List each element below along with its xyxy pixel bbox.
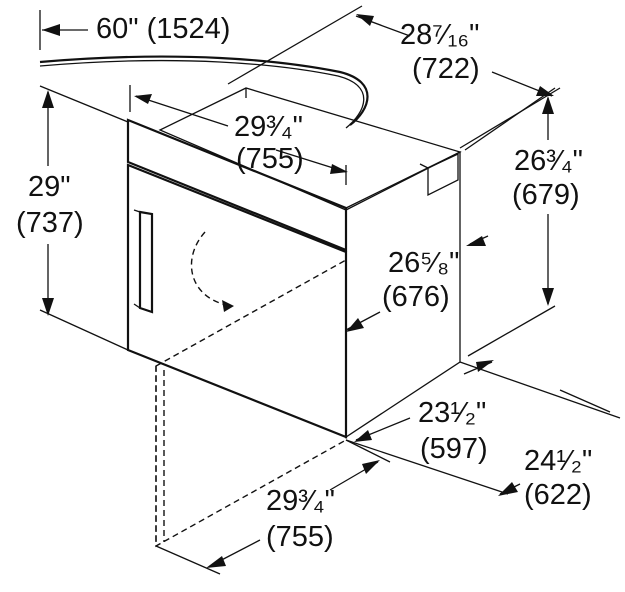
front-width-in: 29³⁄₄" bbox=[234, 111, 303, 143]
front-width-mm: (755) bbox=[236, 143, 304, 175]
total-height-mm: (737) bbox=[16, 207, 84, 239]
l-arrow-top bbox=[42, 90, 54, 108]
total-height-in: 29" bbox=[28, 171, 71, 203]
total-depth-mm: (622) bbox=[524, 479, 592, 511]
front-dim-left bbox=[135, 95, 229, 127]
open-ext-left bbox=[155, 545, 221, 575]
oven-top-face bbox=[158, 87, 462, 211]
depth-mm: (597) bbox=[420, 433, 488, 465]
door-handle bbox=[138, 210, 154, 314]
dimension-lines bbox=[39, 5, 621, 575]
h-arrow-top bbox=[542, 96, 554, 114]
width-ext-right bbox=[459, 87, 561, 149]
l-ext-top bbox=[39, 85, 129, 123]
open-arrow-left bbox=[206, 556, 226, 568]
overall-width-in: 28⁷⁄₁₆" bbox=[400, 19, 479, 51]
power-cord bbox=[39, 55, 369, 126]
door-swing-arrow bbox=[222, 300, 234, 312]
tdepth-dim-top bbox=[559, 389, 611, 413]
cord-length-label: 60" (1524) bbox=[96, 13, 230, 45]
handle-mount-top bbox=[133, 209, 141, 213]
width-arrow-right bbox=[536, 86, 554, 96]
depth-arrow-left bbox=[354, 430, 372, 442]
door-arrow-top bbox=[466, 236, 486, 246]
open-arrow-right bbox=[362, 460, 380, 474]
tdepth-arrow-bottom bbox=[498, 482, 518, 496]
door-open-mm: (755) bbox=[266, 521, 334, 553]
depth-arrow-right bbox=[476, 360, 494, 372]
depth-ext-back bbox=[459, 361, 621, 419]
depth-in: 23¹⁄₂" bbox=[418, 397, 486, 429]
junction-box-edge bbox=[419, 163, 429, 169]
width-arrow-left bbox=[356, 14, 374, 26]
h-ext-bottom bbox=[467, 305, 556, 357]
dimension-labels: 60" (1524) 28⁷⁄₁₆" (722) 29³⁄₄" (755) 26… bbox=[16, 13, 592, 553]
power-cord-shadow bbox=[39, 59, 365, 129]
door-height-in: 26⁵⁄₈" bbox=[388, 247, 459, 279]
body-height-in: 26³⁄₄" bbox=[514, 145, 583, 177]
open-ext-right bbox=[345, 439, 391, 463]
door-open-outline bbox=[155, 231, 347, 548]
total-depth-in: 24¹⁄₂" bbox=[524, 445, 592, 477]
h-arrow-bottom bbox=[542, 288, 554, 306]
width-ext-left bbox=[227, 5, 363, 85]
handle-mount-bottom bbox=[133, 303, 141, 309]
door-height-mm: (676) bbox=[382, 281, 450, 313]
front-arrow-right bbox=[330, 164, 348, 174]
front-arrow-left bbox=[134, 94, 152, 104]
door-open-in: 29³⁄₄" bbox=[266, 485, 335, 517]
body-height-mm: (679) bbox=[512, 179, 580, 211]
depth-ext-front bbox=[345, 439, 509, 495]
h-ext-top bbox=[464, 87, 556, 151]
door-swing-arc bbox=[190, 231, 233, 307]
l-arrow-bottom bbox=[42, 298, 54, 316]
door-arrow-bottom bbox=[346, 318, 364, 332]
l-ext-bottom bbox=[39, 309, 129, 351]
junction-box bbox=[427, 152, 459, 197]
overall-width-mm: (722) bbox=[412, 53, 480, 85]
cord-arrow bbox=[42, 24, 60, 36]
